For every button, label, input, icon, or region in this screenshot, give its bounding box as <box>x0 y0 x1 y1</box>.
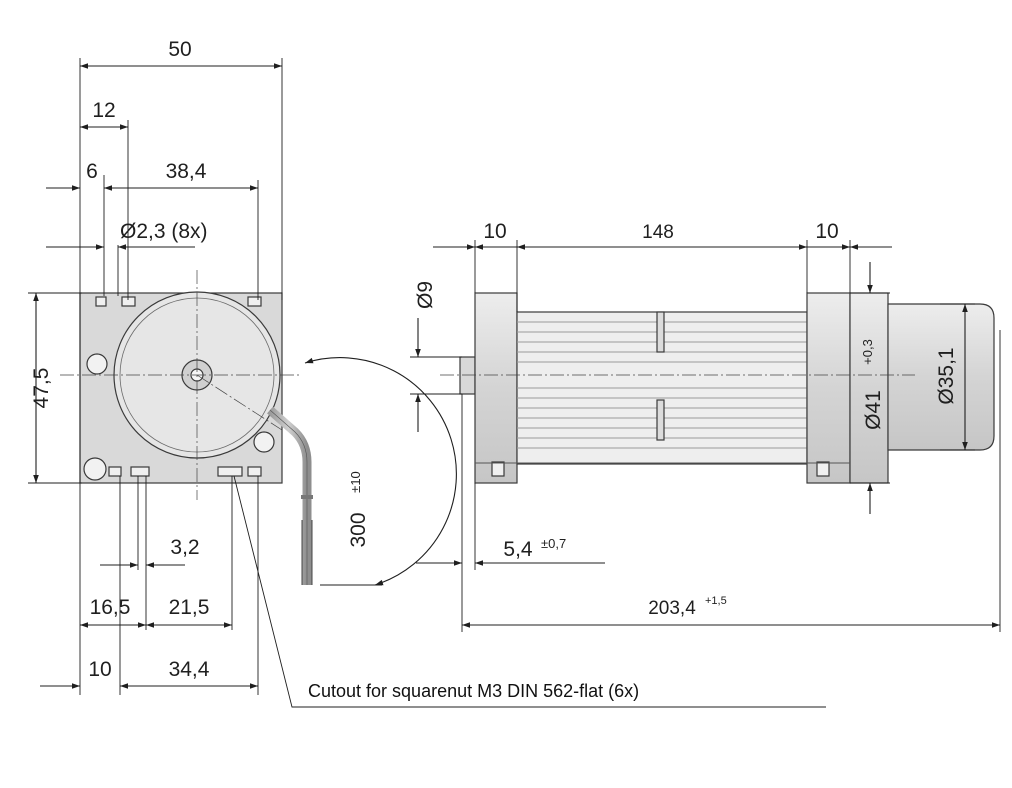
nut-cutout-top-2 <box>121 296 136 307</box>
dim-flange-tolerance: +0,3 <box>860 339 875 365</box>
label-hole-diameter: Ø2,3 (8x) <box>120 220 208 243</box>
side-view <box>440 292 995 484</box>
dim-right-cap: 10 <box>815 220 838 243</box>
dim-overall-length: 203,4 <box>648 598 696 619</box>
dim-shaft-diameter: Ø9 <box>414 281 437 309</box>
front-dimension-lines <box>33 63 826 708</box>
mount-hole-top-left <box>86 353 108 375</box>
dim-cable-tolerance: ±10 <box>348 471 363 493</box>
right-end-cap <box>806 292 851 484</box>
nut-cutout-bottom-2 <box>130 466 150 477</box>
dim-shaft-protrusion: 5,4 <box>503 538 533 561</box>
side-dimension-lines <box>415 244 1000 628</box>
dim-bottom-34-4: 34,4 <box>169 658 210 681</box>
dim-overall-tolerance: +1,5 <box>705 595 727 607</box>
front-view <box>60 270 313 585</box>
dim-cable-length: 300 <box>347 512 370 547</box>
dim-shaft-tolerance: ±0,7 <box>541 536 566 551</box>
mount-hole-bottom-left <box>83 457 107 481</box>
motor-flange <box>849 292 889 484</box>
shaft-stub <box>459 356 476 395</box>
cable-clamp <box>301 495 313 499</box>
nut-cutout-top-3 <box>247 296 262 307</box>
dim-left-cap: 10 <box>483 220 506 243</box>
impeller-ring-top <box>656 311 665 353</box>
dim-bottom-21-5: 21,5 <box>169 596 210 619</box>
dim-slot-width: 3,2 <box>170 536 199 559</box>
front-labels: 50 12 6 38,4 Ø2,3 (8x) 47,5 300 ±10 3,2 … <box>30 38 639 701</box>
side-labels: 10 148 10 Ø9 Ø41 +0,3 Ø35,1 5,4 ±0,7 203… <box>414 220 958 619</box>
nut-cutout-bottom-1 <box>108 466 122 477</box>
dim-height: 47,5 <box>30 368 53 409</box>
dim-offset-12: 12 <box>92 99 115 122</box>
dim-width-total: 50 <box>168 38 191 61</box>
front-extension-lines <box>28 58 382 695</box>
dim-flange-diameter: Ø41 <box>862 390 885 430</box>
cutout-note: Cutout for squarenut M3 DIN 562-flat (6x… <box>308 681 639 701</box>
nut-cutout-top-1 <box>95 296 107 307</box>
dim-bottom-10: 10 <box>88 658 111 681</box>
nut-cutout-bottom-3 <box>217 466 243 477</box>
dim-impeller-length: 148 <box>642 222 674 243</box>
mount-hole-right <box>253 431 275 453</box>
left-end-cap <box>474 292 518 484</box>
dim-motor-diameter: Ø35,1 <box>935 347 958 404</box>
impeller-ring-bottom <box>656 399 665 441</box>
nut-cutout-bottom-4 <box>247 466 262 477</box>
side-extension-lines <box>410 240 1001 632</box>
dim-hole-spacing: 38,4 <box>166 160 207 183</box>
dim-offset-6: 6 <box>86 160 98 183</box>
dim-bottom-16-5: 16,5 <box>90 596 131 619</box>
